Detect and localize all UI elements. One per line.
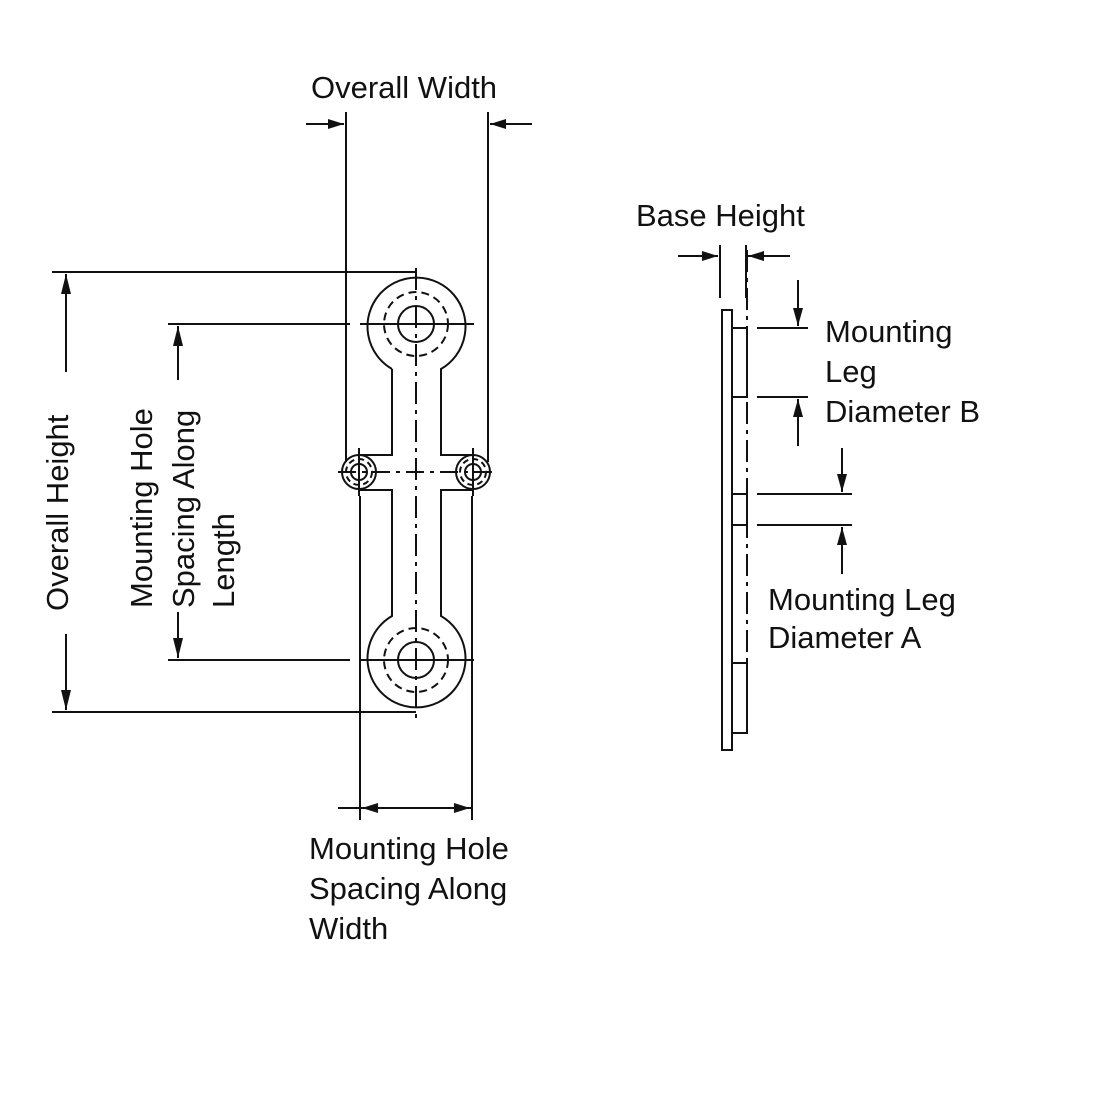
hole-spacing-width-label-line3: Width bbox=[309, 911, 389, 946]
arrowhead bbox=[793, 308, 803, 326]
hole-spacing-width-dimension bbox=[338, 496, 472, 820]
arrowhead bbox=[748, 251, 764, 261]
hole-spacing-width-label-line2: Spacing Along bbox=[309, 871, 508, 906]
arrowhead bbox=[793, 399, 803, 417]
leg-diameter-b-dimension bbox=[757, 280, 808, 446]
arrowhead bbox=[837, 474, 847, 492]
arrowhead bbox=[702, 251, 718, 261]
arrowhead bbox=[173, 638, 183, 658]
base-height-label: Base Height bbox=[636, 198, 805, 233]
arrowhead bbox=[173, 326, 183, 346]
mounting-leg-a bbox=[732, 494, 747, 525]
hole-spacing-length-label-line1: Mounting Hole bbox=[124, 408, 159, 608]
hole-spacing-width-label-line1: Mounting Hole bbox=[309, 831, 509, 866]
arrowhead bbox=[328, 119, 344, 129]
leg-diameter-a-dimension bbox=[757, 448, 852, 574]
mounting-leg-bottom bbox=[732, 663, 747, 733]
base-height-dimension bbox=[678, 245, 790, 298]
arrowhead bbox=[490, 119, 506, 129]
hole-spacing-length-label-line2: Spacing Along bbox=[166, 409, 201, 608]
overall-width-label: Overall Width bbox=[311, 70, 498, 105]
leg-diameter-b-label-line1: Mounting bbox=[825, 314, 953, 349]
overall-height-dimension bbox=[52, 272, 416, 712]
leg-diameter-b-label-line3: Diameter B bbox=[825, 394, 981, 429]
base-plate bbox=[722, 310, 732, 750]
leg-diameter-a-label-line1: Mounting Leg bbox=[768, 582, 956, 617]
overall-height-label: Overall Height bbox=[40, 414, 75, 611]
overall-width-dimension bbox=[306, 112, 532, 462]
leg-diameter-b-label-line2: Leg bbox=[825, 354, 877, 389]
hole-spacing-length-dimension bbox=[168, 324, 350, 660]
arrowhead bbox=[454, 803, 470, 813]
arrowhead bbox=[837, 527, 847, 545]
bracket-side-view bbox=[722, 250, 747, 750]
bracket-top-view bbox=[338, 268, 496, 720]
arrowhead bbox=[61, 690, 71, 710]
leg-diameter-a-label-line2: Diameter A bbox=[768, 620, 922, 655]
arrowhead bbox=[362, 803, 378, 813]
hole-spacing-length-label-line3: Length bbox=[206, 513, 241, 608]
arrowhead bbox=[61, 274, 71, 294]
mounting-leg-b bbox=[732, 328, 747, 397]
